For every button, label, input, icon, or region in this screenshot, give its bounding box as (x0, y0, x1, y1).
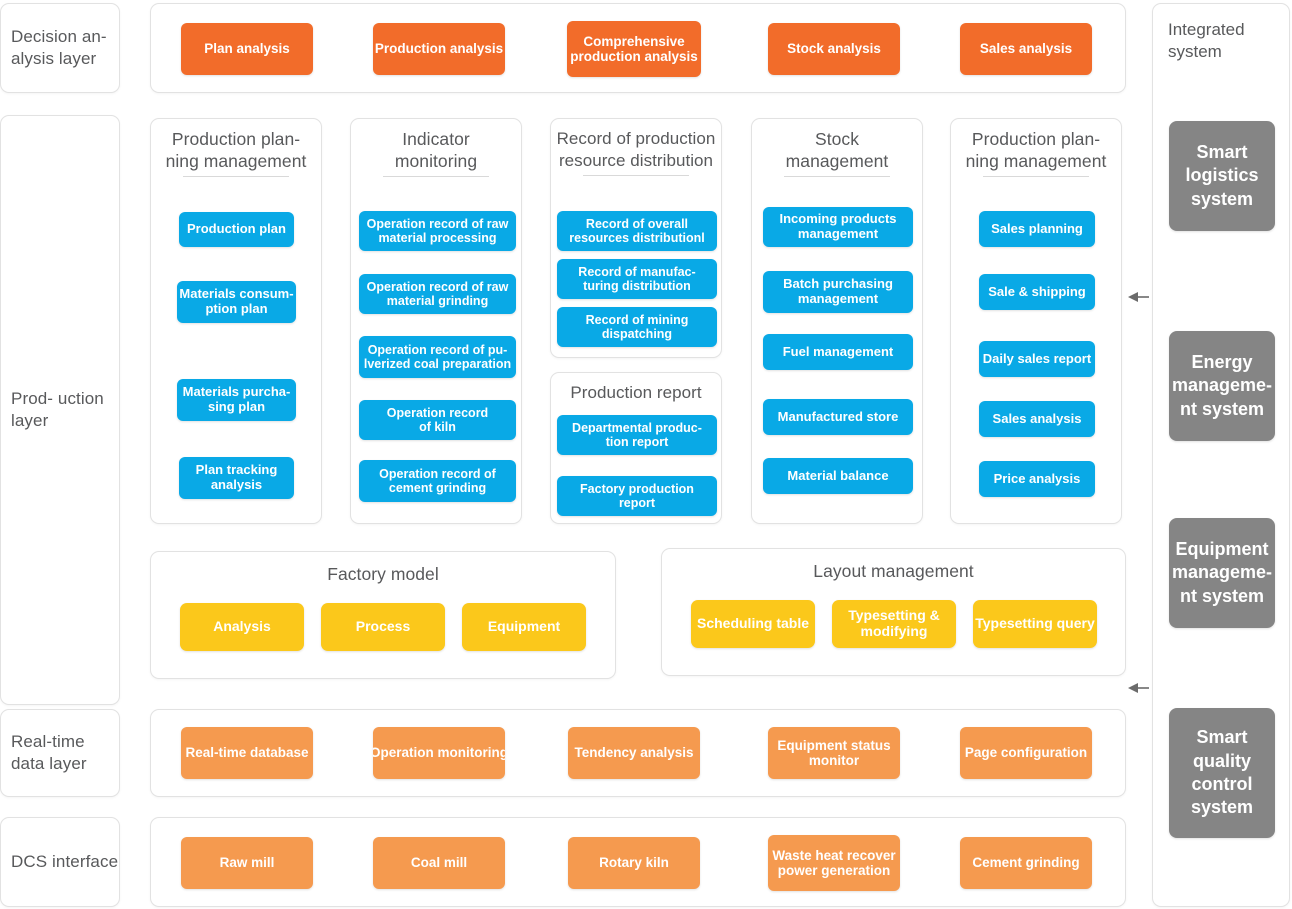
chip-operation-record-cement-grinding[interactable]: Operation record of cement grinding (359, 460, 516, 502)
chip-factory-model-process[interactable]: Process (321, 603, 445, 651)
chip-coal-mill[interactable]: Coal mill (373, 837, 505, 889)
chip-typesetting-and-modifying[interactable]: Typesetting & modifying (832, 600, 956, 648)
decision-analysis-layer-panel: Plan analysis Production analysis Compre… (150, 3, 1126, 93)
chip-page-configuration[interactable]: Page configuration (960, 727, 1092, 779)
title-divider (784, 175, 890, 177)
chip-energy-management-system[interactable]: Energy manageme- nt system (1169, 331, 1275, 441)
layer-label-dcs: DCS interface (0, 817, 120, 907)
realtime-data-layer-panel: Real-time database Operation monitoring … (150, 709, 1126, 797)
integrated-system-panel: Integrated system Smart logistics system… (1152, 3, 1290, 907)
chip-sales-analysis[interactable]: Sales analysis (979, 401, 1095, 437)
chip-production-plan[interactable]: Production plan (179, 212, 294, 247)
panel-title-factory-model: Factory model (327, 564, 439, 584)
decision-item-plan-analysis[interactable]: Plan analysis (181, 23, 313, 75)
chip-factory-production-report[interactable]: Factory production report (557, 476, 717, 516)
chip-tendency-analysis[interactable]: Tendency analysis (568, 727, 700, 779)
layer-label-decision-text: Decision an- alysis layer (11, 26, 107, 68)
production-column-record-resource-distribution: Record of production resource distributi… (550, 118, 722, 358)
integrated-system-title: Integrated system (1168, 20, 1245, 62)
chip-incoming-products-management[interactable]: Incoming products management (763, 207, 913, 247)
title-divider (183, 175, 289, 177)
chip-waste-heat-recover-power-generation[interactable]: Waste heat recover power generation (768, 835, 900, 891)
title-divider (983, 175, 1089, 177)
chip-equipment-management-system[interactable]: Equipment manageme- nt system (1169, 518, 1275, 628)
column-title-sales-planning-management: Production plan- ning management (965, 129, 1107, 172)
chip-sales-planning[interactable]: Sales planning (979, 211, 1095, 247)
layer-label-realtime: Real-time data layer (0, 709, 120, 797)
panel-title-production-report: Production report (570, 383, 702, 402)
dcs-interface-layer-panel: Raw mill Coal mill Rotary kiln Waste hea… (150, 817, 1126, 907)
chip-sale-and-shipping[interactable]: Sale & shipping (979, 274, 1095, 310)
layer-label-decision: Decision an- alysis layer (0, 3, 120, 93)
chip-plan-tracking-analysis[interactable]: Plan tracking analysis (179, 457, 294, 499)
chip-operation-record-pulverized-coal-preparation[interactable]: Operation record of pu-lverized coal pre… (359, 336, 516, 378)
decision-item-comprehensive-production-analysis[interactable]: Comprehensive production analysis (567, 21, 701, 77)
chip-fuel-management[interactable]: Fuel management (763, 334, 913, 370)
chip-operation-record-kiln[interactable]: Operation record of kiln (359, 400, 516, 440)
chip-smart-logistics-system[interactable]: Smart logistics system (1169, 121, 1275, 231)
production-column-sales-planning-management: Production plan- ning management Sales p… (950, 118, 1122, 524)
layout-management-panel: Layout management Scheduling table Types… (661, 548, 1126, 676)
chip-price-analysis[interactable]: Price analysis (979, 461, 1095, 497)
decision-item-stock-analysis[interactable]: Stock analysis (768, 23, 900, 75)
chip-materials-consumption-plan[interactable]: Materials consum- ption plan (177, 281, 296, 323)
production-column-planning-management: Production plan- ning management Product… (150, 118, 322, 524)
layer-label-realtime-text: Real-time data layer (11, 731, 87, 773)
chip-manufactured-store[interactable]: Manufactured store (763, 399, 913, 435)
decision-item-production-analysis[interactable]: Production analysis (373, 23, 505, 75)
panel-title-layout-management: Layout management (813, 561, 974, 581)
chip-departmental-production-report[interactable]: Departmental produc- tion report (557, 415, 717, 455)
chip-real-time-database[interactable]: Real-time database (181, 727, 313, 779)
column-title-record-production-resource-distribution: Record of production resource distributi… (556, 129, 716, 170)
chip-batch-purchasing-management[interactable]: Batch purchasing management (763, 271, 913, 313)
production-column-indicator-monitoring: Indicator monitoring Operation record of… (350, 118, 522, 524)
column-title-indicator-monitoring: Indicator monitoring (394, 129, 478, 172)
chip-operation-record-raw-material-grinding[interactable]: Operation record of raw material grindin… (359, 274, 516, 314)
chip-daily-sales-report[interactable]: Daily sales report (979, 341, 1095, 377)
chip-factory-model-analysis[interactable]: Analysis (180, 603, 304, 651)
production-report-panel: Production report Departmental produc- t… (550, 372, 722, 524)
chip-record-manufacturing-distribution[interactable]: Record of manufac- turing distribution (557, 259, 717, 299)
chip-operation-monitoring[interactable]: Operation monitoring (373, 727, 505, 779)
arrow-layout-to-integrated-icon (1128, 681, 1150, 695)
title-divider (583, 174, 689, 176)
decision-item-sales-analysis[interactable]: Sales analysis (960, 23, 1092, 75)
factory-model-panel: Factory model Analysis Process Equipment (150, 551, 616, 679)
chip-record-mining-dispatching[interactable]: Record of mining dispatching (557, 307, 717, 347)
title-divider (383, 175, 489, 177)
layer-label-dcs-text: DCS interface (11, 851, 119, 871)
layer-label-production: Prod- uction layer (0, 115, 120, 705)
chip-typesetting-query[interactable]: Typesetting query (973, 600, 1097, 648)
chip-material-balance[interactable]: Material balance (763, 458, 913, 494)
arrow-production-to-integrated-icon (1128, 290, 1150, 304)
chip-materials-purchasing-plan[interactable]: Materials purcha- sing plan (177, 379, 296, 421)
column-title-stock-management: Stock management (785, 129, 889, 172)
chip-factory-model-equipment[interactable]: Equipment (462, 603, 586, 651)
chip-smart-quality-control-system[interactable]: Smart quality control system (1169, 708, 1275, 838)
chip-rotary-kiln[interactable]: Rotary kiln (568, 837, 700, 889)
chip-cement-grinding[interactable]: Cement grinding (960, 837, 1092, 889)
layer-label-production-text: Prod- uction layer (11, 388, 104, 430)
chip-raw-mill[interactable]: Raw mill (181, 837, 313, 889)
chip-record-overall-resources-distribution[interactable]: Record of overall resources distribution… (557, 211, 717, 251)
chip-operation-record-raw-material-processing[interactable]: Operation record of raw material process… (359, 211, 516, 251)
chip-equipment-status-monitor[interactable]: Equipment status monitor (768, 727, 900, 779)
chip-scheduling-table[interactable]: Scheduling table (691, 600, 815, 648)
production-column-stock-management: Stock management Incoming products manag… (751, 118, 923, 524)
column-title-production-planning-management: Production plan- ning management (165, 129, 307, 172)
